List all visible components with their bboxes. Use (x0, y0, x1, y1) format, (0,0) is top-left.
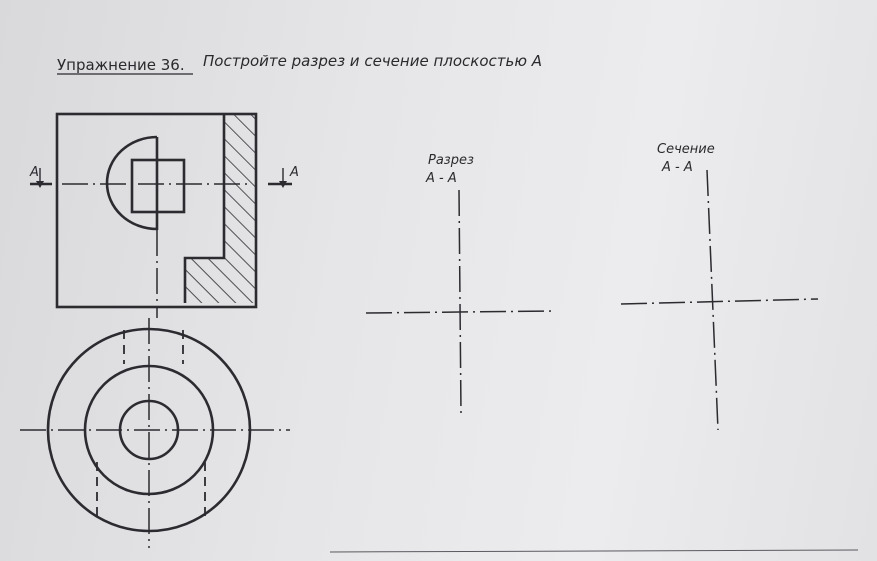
cut-label-left: А (29, 165, 39, 180)
section-view-name: А - А (425, 171, 457, 186)
section-view-placeholder: Разрез А - А (365, 153, 557, 415)
arrow-left-icon (36, 181, 44, 188)
section-vertical-axis (458, 189, 462, 415)
arrow-right-icon (279, 181, 287, 188)
cross-section-name: А - А (661, 160, 693, 175)
cut-label-right: А (289, 165, 299, 180)
hatched-section (185, 114, 256, 303)
exercise-number: Упражнение 36. (57, 56, 185, 74)
exercise-task: Постройте разрез и сечение плоскостью А (203, 52, 542, 70)
cross-vertical-axis (706, 169, 719, 431)
cross-section-title: Сечение (657, 142, 715, 157)
square-hole (130, 158, 186, 214)
half-circle-contour (105, 135, 158, 231)
cross-section-placeholder: Сечение А - А (620, 142, 819, 431)
section-view-title: Разрез (428, 153, 474, 168)
top-view (20, 318, 290, 548)
front-view: А А (29, 112, 299, 318)
cross-horizontal-axis (620, 298, 819, 305)
cut-boundary (183, 114, 226, 303)
page-edge (329, 549, 859, 553)
section-horizontal-axis (365, 310, 557, 314)
